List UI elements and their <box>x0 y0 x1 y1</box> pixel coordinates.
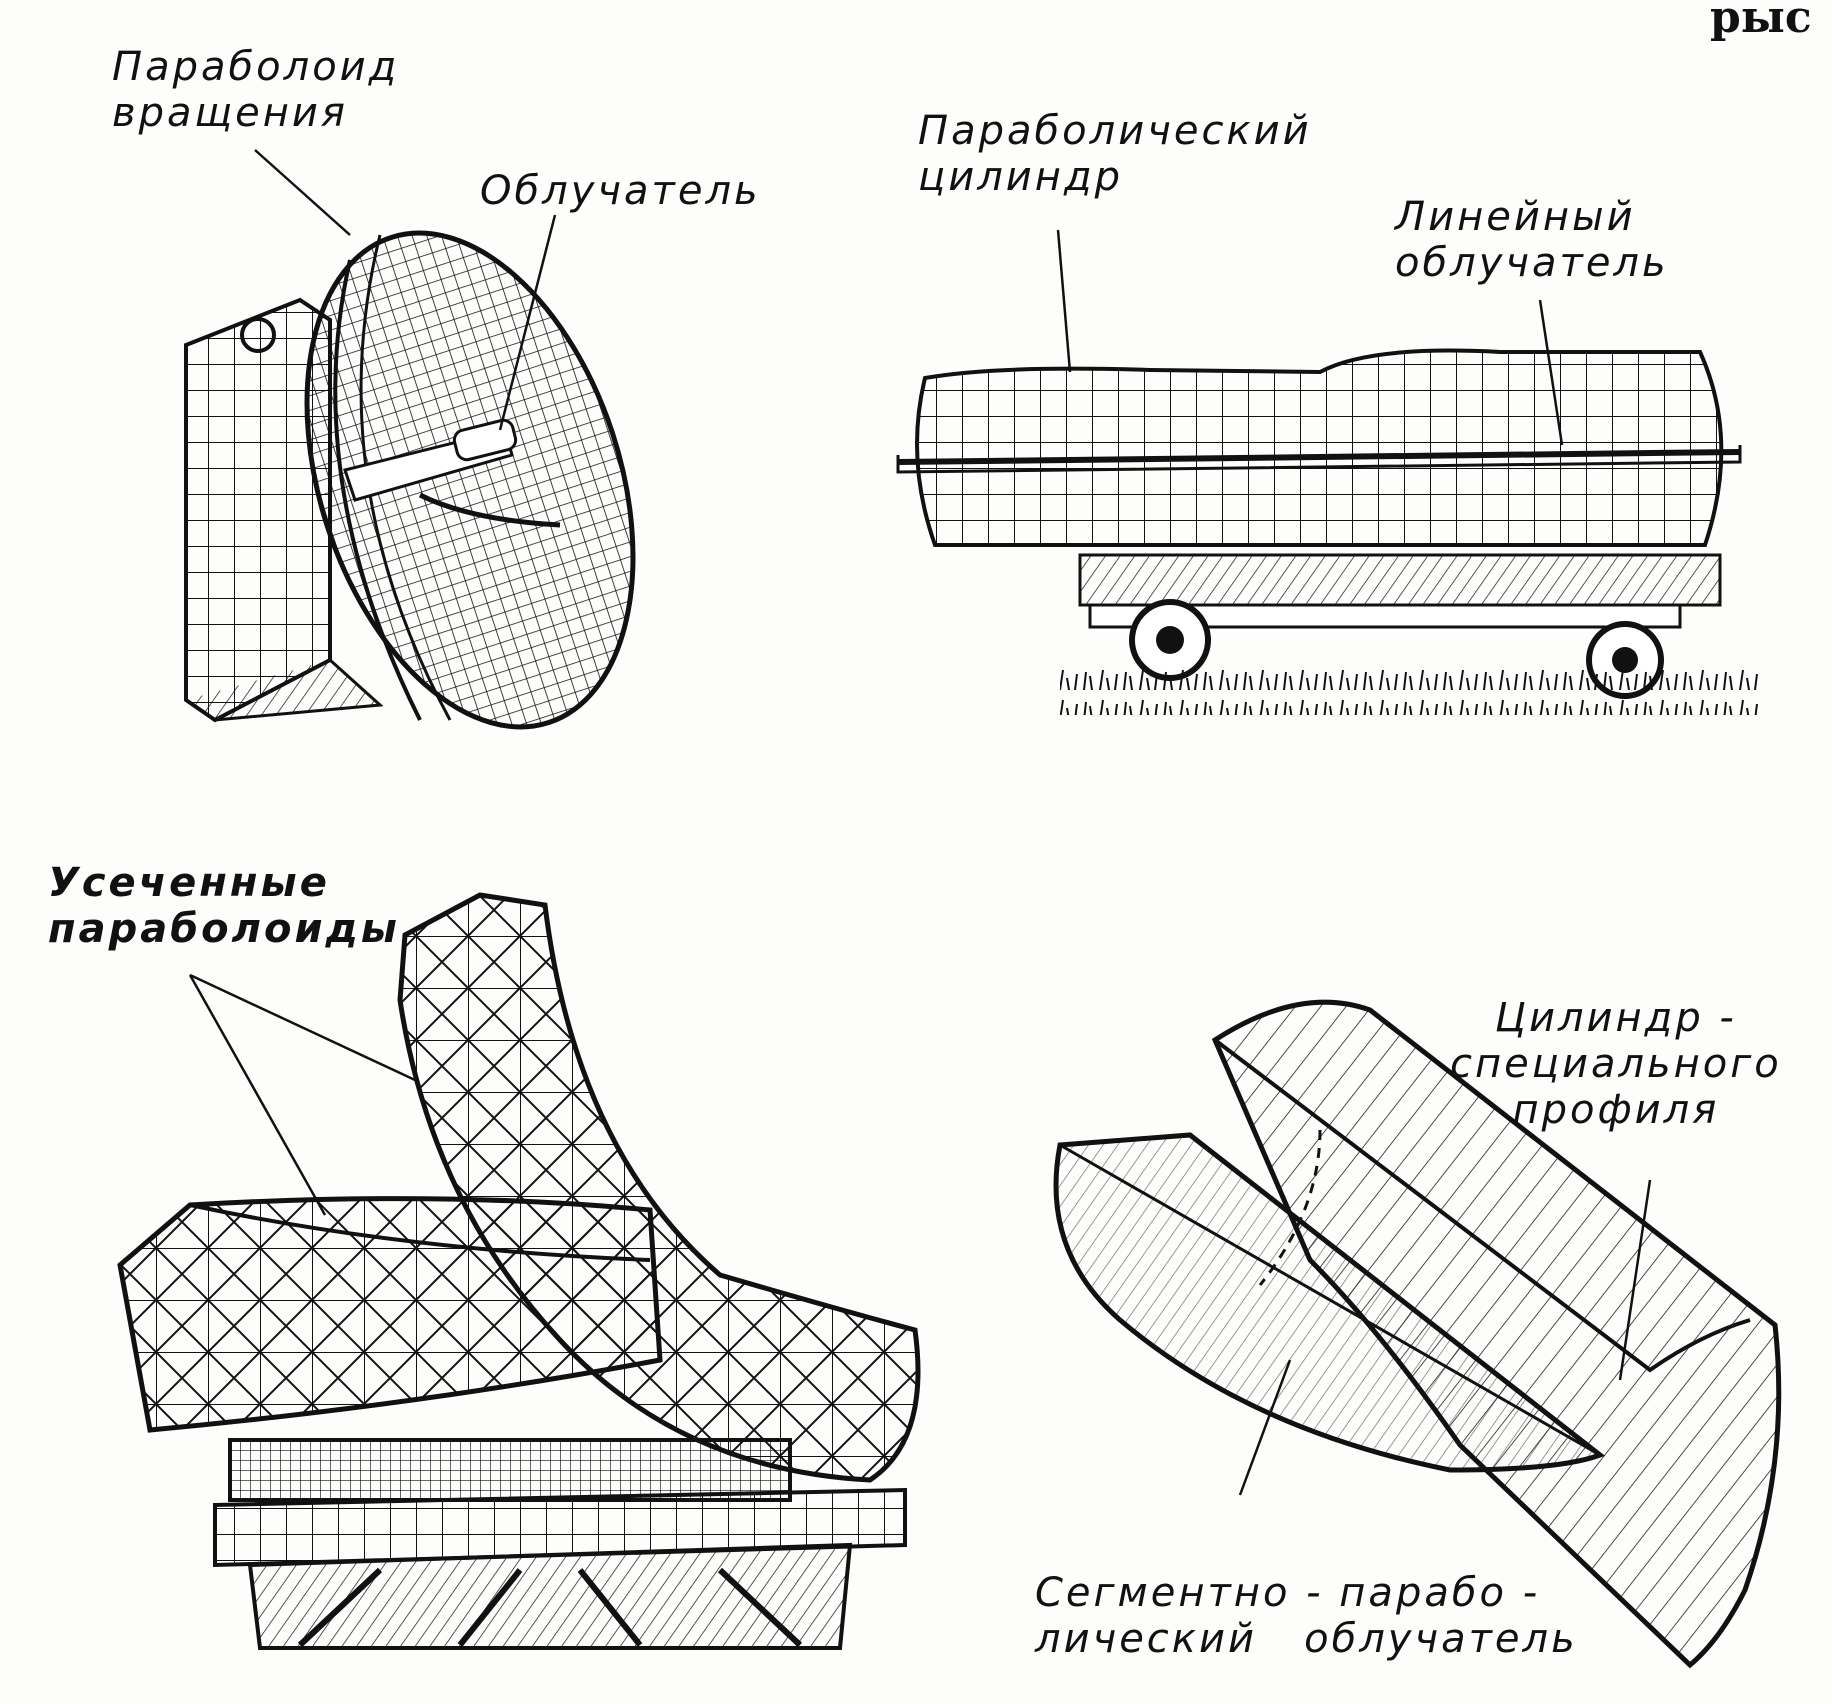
label-segment-feed-line2: лический облучатель <box>1035 1616 1578 1662</box>
label-parabolic-cylinder: Параболический цилиндр <box>918 108 1312 200</box>
label-special-cylinder: Цилиндр - специального профиля <box>1450 995 1782 1133</box>
label-special-cylinder-line3: профиля <box>1512 1087 1720 1133</box>
label-paraboloid-line1: Параболоид <box>112 44 400 90</box>
label-special-cylinder-line2: специального <box>1450 1041 1782 1087</box>
paraboloid-dish-drawing <box>184 149 636 730</box>
label-feed: Облучатель <box>480 168 761 214</box>
label-linear-feed-line1: Линейный <box>1395 194 1636 240</box>
label-truncated-line1: Усеченные <box>48 860 330 906</box>
parabolic-cylinder-drawing <box>896 229 1760 715</box>
label-parabolic-cylinder-line1: Параболический <box>918 108 1312 154</box>
label-paraboloid-line2: вращения <box>112 90 348 136</box>
label-segment-feed-line1: Сегментно - парабо - <box>1035 1570 1541 1616</box>
label-special-cylinder-line1: Цилиндр - <box>1494 995 1737 1041</box>
label-parabolic-cylinder-line2: цилиндр <box>918 154 1123 200</box>
truncated-paraboloids-drawing <box>117 892 921 1650</box>
label-truncated-paraboloids: Усеченные параболоиды <box>48 860 400 952</box>
label-segment-feed: Сегментно - парабо - лический облучатель <box>1035 1570 1578 1662</box>
special-profile-cylinder-drawing <box>1053 999 1782 1669</box>
corner-text: рыс <box>1710 0 1812 43</box>
label-linear-feed-line2: облучатель <box>1395 240 1669 286</box>
label-linear-feed: Линейный облучатель <box>1395 194 1669 286</box>
label-truncated-line2: параболоиды <box>48 906 400 952</box>
label-paraboloid: Параболоид вращения <box>112 44 399 136</box>
